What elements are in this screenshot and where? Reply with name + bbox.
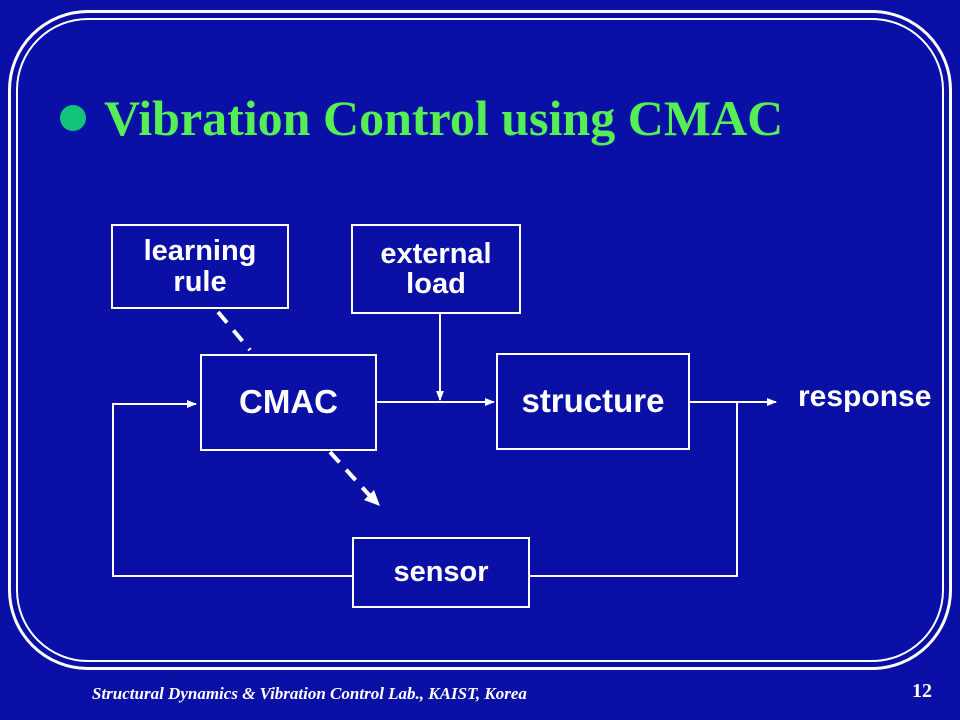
slide-frame-outer [8, 10, 952, 670]
cmac-to-sensor-dashed-arrow [328, 450, 372, 498]
title-row: Vibration Control using CMAC [60, 88, 783, 148]
feedback-to-sensor-line [530, 402, 738, 577]
sensor-to-cmac-line [112, 400, 352, 577]
external-load-box: external load [351, 224, 521, 314]
sensor-box: sensor [352, 537, 530, 608]
structure-box: structure [496, 353, 690, 450]
bullet-icon [60, 105, 86, 131]
slide-title: Vibration Control using CMAC [104, 90, 784, 146]
response-label: response [798, 380, 932, 413]
page-number: 12 [912, 680, 932, 702]
learning-rule-box: learning rule [111, 224, 289, 309]
learning-rule-dashed-link [216, 310, 252, 352]
dashed-arrow-head [364, 490, 380, 506]
footer-text: Structural Dynamics & Vibration Control … [92, 684, 527, 703]
slide-frame-inner [16, 18, 944, 662]
cmac-box: CMAC [200, 354, 377, 451]
